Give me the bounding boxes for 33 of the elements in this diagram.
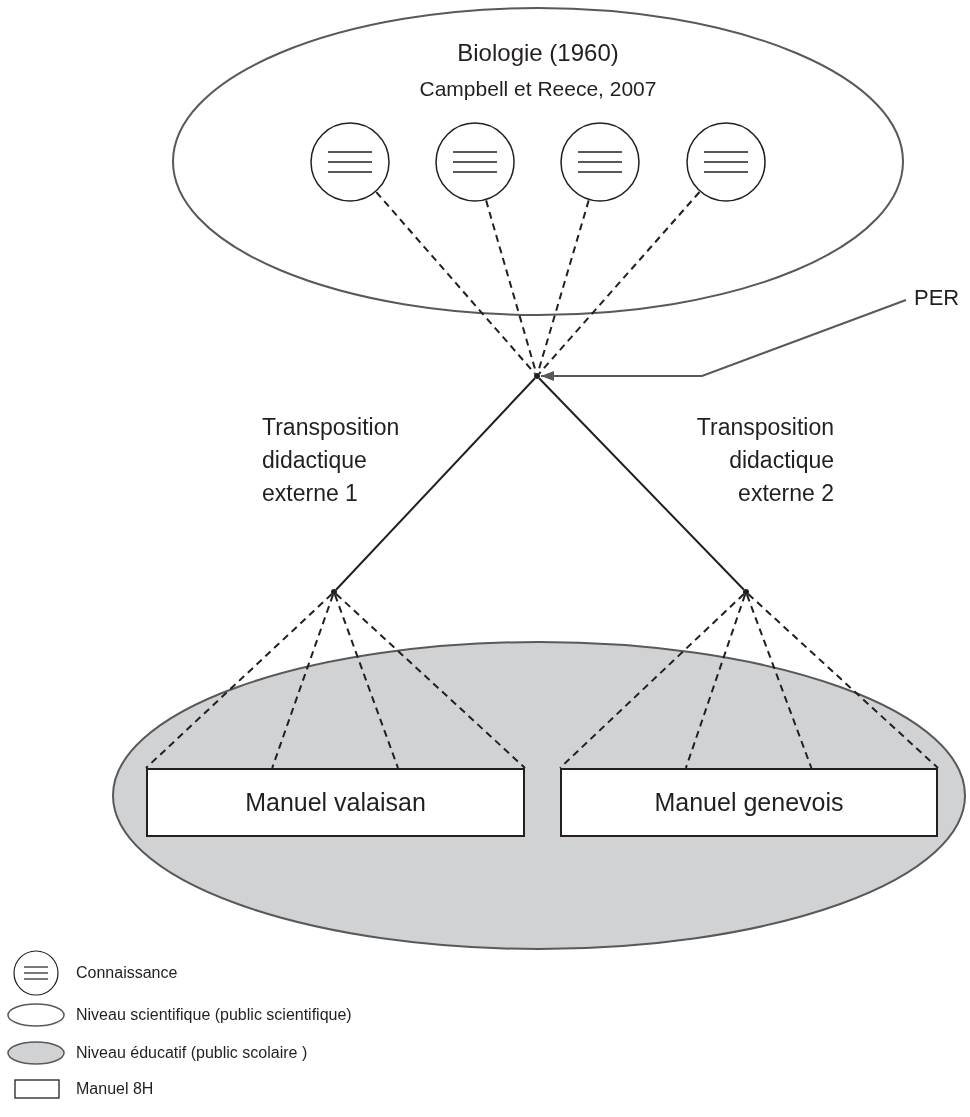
manual-box: Manuel genevois xyxy=(560,768,938,837)
edge-label: Transposition didactique externe 1 xyxy=(262,413,401,508)
zone-title: Biologie (1960) xyxy=(456,39,620,67)
junction-dot xyxy=(534,373,540,379)
dashed-line xyxy=(684,593,746,769)
leader-line xyxy=(540,299,907,381)
knowledge-circle xyxy=(686,122,766,202)
dashed-line xyxy=(334,593,399,769)
dashed-line xyxy=(538,191,701,375)
dashed-line xyxy=(375,191,536,375)
dashed-line xyxy=(335,593,526,769)
dashed-line xyxy=(145,593,333,769)
junction-dot xyxy=(331,589,337,595)
knowledge-circle xyxy=(435,122,515,202)
knowledge-circle xyxy=(310,122,390,202)
citation-text: Campbell et Reece, 2007 xyxy=(418,77,658,101)
connector-line xyxy=(538,377,745,591)
legend-text: Connaissance xyxy=(76,964,178,982)
junction-dot xyxy=(743,589,749,595)
dashed-line xyxy=(747,593,939,769)
ellipse-zone xyxy=(172,7,904,316)
callout-label: PER xyxy=(914,285,961,311)
legend-text: Niveau scientifique (public scientifique) xyxy=(76,1006,352,1024)
knowledge-circle xyxy=(560,122,640,202)
legend-text: Niveau éducatif (public scolaire ) xyxy=(76,1044,308,1062)
ellipse-zone xyxy=(112,641,966,950)
legend-text: Manuel 8H xyxy=(76,1080,154,1098)
edge-label: Transposition didactique externe 2 xyxy=(695,413,834,508)
manual-box: Manuel valaisan xyxy=(146,768,525,837)
dashed-line xyxy=(746,593,813,769)
dashed-line xyxy=(559,593,745,769)
connector-line xyxy=(335,377,536,591)
dashed-line xyxy=(271,593,334,769)
